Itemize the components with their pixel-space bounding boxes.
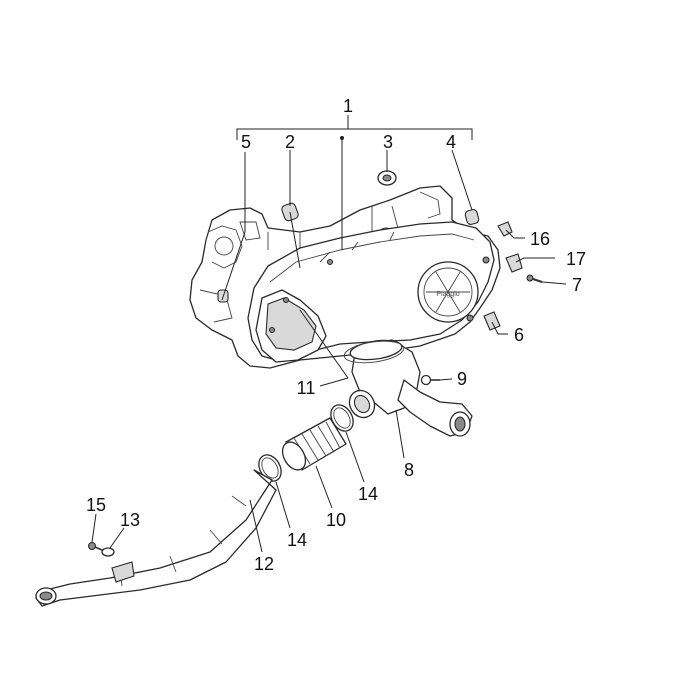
- callout-10: 10: [326, 510, 346, 530]
- intake-plate: [255, 289, 327, 363]
- callout-16: 16: [530, 229, 550, 249]
- intake-elbow-8: [348, 339, 473, 437]
- screw-15: [88, 542, 103, 551]
- dowel-pin-4: [464, 209, 480, 225]
- clamp-14-lower: [258, 454, 282, 482]
- callout-labels: 1 2 3 4 5 6 7 8 9 10 11 12 13 14 14 15 1…: [86, 96, 586, 574]
- callout-9: 9: [457, 369, 467, 389]
- callout-15: 15: [86, 495, 106, 515]
- callout-4: 4: [446, 132, 456, 152]
- callout-14-lower: 14: [287, 530, 307, 550]
- leader-lines: [91, 115, 567, 553]
- clip-6: [483, 311, 501, 331]
- screw-9: [420, 374, 440, 386]
- screw-7: [526, 274, 543, 283]
- callout-17: 17: [566, 249, 586, 269]
- oil-seal-3: [377, 170, 397, 186]
- callout-8: 8: [404, 460, 414, 480]
- dot-1: [340, 136, 344, 140]
- washer-13: [101, 547, 115, 557]
- callout-12: 12: [254, 554, 274, 574]
- callout-5: 5: [241, 132, 251, 152]
- callout-3: 3: [383, 132, 393, 152]
- callout-6: 6: [514, 325, 524, 345]
- gasket-11: [343, 340, 405, 364]
- intake-tube-12: [35, 469, 277, 607]
- callout-14-upper: 14: [358, 484, 378, 504]
- callout-2: 2: [285, 132, 295, 152]
- bracket-17: [505, 253, 523, 273]
- callout-13: 13: [120, 510, 140, 530]
- callout-7: 7: [572, 275, 582, 295]
- callout-1: 1: [343, 96, 353, 116]
- bellows-10: [281, 417, 347, 471]
- cover-logo: Piaggio: [436, 291, 459, 298]
- callout-11: 11: [297, 378, 316, 398]
